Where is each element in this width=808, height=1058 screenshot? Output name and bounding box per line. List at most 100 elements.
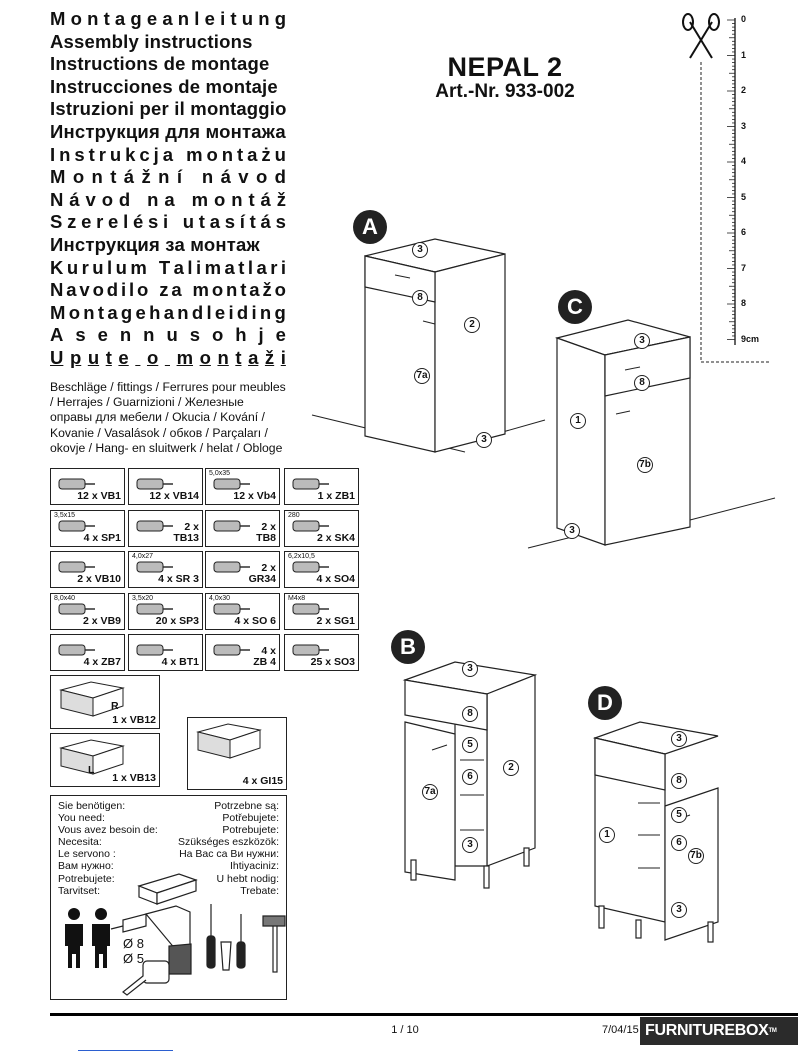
part-icon xyxy=(292,561,329,573)
document-date: 7/04/15 xyxy=(602,1024,639,1036)
part-box: 25 x SO3 xyxy=(284,634,359,671)
part-icon xyxy=(58,644,95,656)
part-quantity: 12 x VB14 xyxy=(149,490,199,502)
need-line: Le servono : xyxy=(58,848,116,861)
part-box: 4 x ZB 4 xyxy=(205,634,280,671)
part-box: 2 x GR34 xyxy=(205,551,280,588)
part-icon xyxy=(58,603,95,615)
part-callout: 7b xyxy=(637,457,653,473)
tape-measure-icon xyxy=(122,960,170,996)
need-line: Necesita: xyxy=(58,836,102,849)
part-quantity: 2 x VB10 xyxy=(77,573,121,585)
part-callout: 6 xyxy=(671,835,687,851)
part-icon xyxy=(213,644,250,656)
part-quantity: 4 x GI15 xyxy=(242,775,283,787)
part-icon xyxy=(213,478,250,490)
part-dimension: 4,0x30 xyxy=(209,595,231,602)
tools-needed-box: Sie benötigen:You need:Vous avez besoin … xyxy=(50,795,287,1000)
logo-tm: TM xyxy=(768,1028,777,1034)
part-dimension: 4,0x27 xyxy=(132,553,154,560)
part-icon xyxy=(136,561,173,573)
part-dimension: 6,2x10,5 xyxy=(288,553,315,560)
part-callout: 8 xyxy=(412,290,428,306)
need-line: Sie benötigen: xyxy=(58,800,126,812)
link-underline[interactable] xyxy=(78,1050,173,1051)
need-line: Вам нужно: xyxy=(58,860,114,873)
part-quantity: 2 x TB13 xyxy=(173,521,199,544)
title-line: Инструкция для монтажа xyxy=(50,120,286,142)
title-line: Инструкция за монтаж xyxy=(50,233,260,255)
article-number: Art.-Nr. 933-002 xyxy=(435,81,575,102)
part-quantity: 4 x ZB 4 xyxy=(253,645,276,668)
drill-size-5: Ø 5 xyxy=(123,951,144,966)
ruler-tick-label: 0 xyxy=(741,14,747,24)
hinge-left-label: L xyxy=(88,764,95,776)
part-callout: 8 xyxy=(634,375,650,391)
part-quantity: 25 x SO3 xyxy=(310,656,355,668)
need-line: Potřebujete: xyxy=(222,812,279,825)
part-callout: 7a xyxy=(414,368,430,384)
part-callout: 2 xyxy=(503,760,519,776)
need-line: Vous avez besoin de: xyxy=(58,824,158,837)
hinge-icon xyxy=(59,681,125,717)
logo-text: FURNITUREBOX xyxy=(645,1022,769,1039)
ruler-tick-label: 6 xyxy=(741,227,747,237)
ruler-tick-label: 5 xyxy=(741,191,747,202)
part-callout: 1 xyxy=(570,413,586,429)
footer-rule xyxy=(50,1013,798,1016)
part-icon xyxy=(292,603,329,615)
part-callout: 3 xyxy=(671,731,687,747)
part-box-large: R 1 x VB12 xyxy=(50,675,160,729)
need-line: Tarvitset: xyxy=(58,884,101,897)
part-callout: 3 xyxy=(634,333,650,349)
fittings-description: Beschläge / fittings / Ferrures pour meu… xyxy=(50,380,286,455)
part-box: 4 x BT1 xyxy=(128,634,203,671)
ruler-tick-label: 1 xyxy=(741,49,747,60)
part-box: 12 x VB14 xyxy=(128,468,203,505)
part-callout: 7a xyxy=(422,784,438,800)
part-callout: 5 xyxy=(671,807,687,823)
part-quantity: 20 x SP3 xyxy=(155,615,199,627)
part-quantity: 2 x VB9 xyxy=(83,615,121,627)
need-line: Trebate: xyxy=(240,884,279,897)
part-box-large: L 1 x VB13 xyxy=(50,733,160,787)
part-quantity: 4 x SO 6 xyxy=(234,615,276,627)
wood-block-icon xyxy=(137,873,198,905)
part-callout: 7b xyxy=(688,848,704,864)
diagram-letter-d: D xyxy=(588,686,622,720)
part-icon xyxy=(58,561,95,573)
two-persons-icon xyxy=(65,908,110,968)
diagram-letter-a: A xyxy=(353,210,387,244)
title-line: Instrucciones de montaje xyxy=(50,75,278,97)
part-quantity: 4 x BT1 xyxy=(161,656,199,668)
hinge-right-label: R xyxy=(111,700,119,712)
diagram-letter-b: B xyxy=(391,630,425,664)
part-quantity: 1 x VB13 xyxy=(112,772,156,784)
part-quantity: 4 x SR 3 xyxy=(158,573,199,585)
drill-icon xyxy=(110,905,192,975)
part-box: 4 x ZB7 xyxy=(50,634,125,671)
part-icon xyxy=(136,478,173,490)
need-list-right: Potrzebne są:Potřebujete:Potrebujete:Szü… xyxy=(178,800,279,897)
part-callout: 8 xyxy=(462,706,478,722)
part-dimension: M4x8 xyxy=(288,595,306,602)
part-icon xyxy=(213,603,250,615)
part-quantity: 1 x VB12 xyxy=(112,714,156,726)
need-line: Potrzebne są: xyxy=(214,800,279,812)
drill-size-8: Ø 8 xyxy=(123,936,144,951)
diagram-c xyxy=(527,319,776,549)
ruler-tick-label: 9cm xyxy=(741,333,760,344)
part-quantity: 1 x ZB1 xyxy=(317,490,355,502)
part-box: 12 x VB1 xyxy=(50,468,125,505)
part-callout: 6 xyxy=(462,769,478,785)
product-name: NEPAL 2 xyxy=(447,52,563,82)
part-callout: 2 xyxy=(464,317,480,333)
